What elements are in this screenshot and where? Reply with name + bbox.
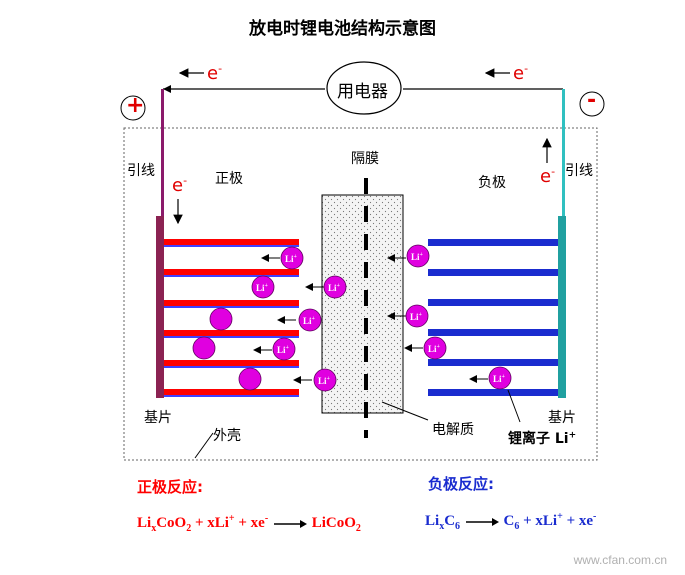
electrolyte-label: 电解质: [432, 422, 474, 438]
battery-shell: [123, 127, 598, 461]
positive-plate: [164, 389, 299, 395]
separator-label: 隔膜: [351, 151, 379, 167]
embedded-lithium: [209, 307, 233, 331]
negative-reaction-title: 负极反应:: [428, 475, 494, 493]
positive-plate: [164, 269, 299, 275]
li-ion: Li+: [251, 275, 275, 299]
svg-text:Li+: Li+: [328, 283, 341, 293]
li-ion-pointer: [507, 389, 521, 423]
svg-text:Li+: Li+: [256, 283, 269, 293]
svg-text:Li+: Li+: [303, 316, 316, 326]
negative-plate: [428, 269, 558, 276]
negative-plate: [428, 239, 558, 246]
device-circle: [326, 61, 402, 115]
shell-pointer: [194, 432, 214, 459]
electron-label-left: e-: [172, 174, 188, 196]
positive-electrode: [164, 239, 299, 397]
lead-label-left: 引线: [127, 163, 155, 179]
diagram-title: 放电时锂电池结构示意图: [249, 19, 436, 39]
reaction-arrow-icon: [273, 519, 307, 528]
positive-reaction-title: 正极反应:: [137, 478, 203, 496]
li-ion: Li+: [280, 246, 304, 270]
negative-plate: [428, 359, 558, 366]
electron-label-top-right: e-: [513, 62, 529, 84]
positive-plate: [164, 330, 299, 336]
reaction-arrow-icon: [465, 517, 499, 526]
embedded-lithium: [192, 336, 216, 360]
embedded-lithium: [238, 367, 262, 391]
negative-plate: [428, 389, 558, 396]
positive-plate: [164, 300, 299, 306]
minus-sign: -: [587, 88, 597, 113]
li-ion: Li+: [423, 336, 447, 360]
li-ion: Li+: [323, 275, 347, 299]
svg-text:Li+: Li+: [285, 254, 298, 264]
li-ion: Li+: [406, 244, 430, 268]
plus-terminal-icon: [120, 95, 146, 121]
svg-text:Li+: Li+: [428, 344, 441, 354]
device-label: 用电器: [337, 82, 388, 102]
substrate-left: [156, 216, 164, 398]
substrate-label-left: 基片: [144, 410, 172, 426]
lead-wire-left: [161, 89, 164, 217]
plus-sign: +: [126, 93, 145, 118]
shell-label: 外壳: [213, 428, 241, 444]
li-ion: Li+: [313, 368, 337, 392]
svg-text:Li+: Li+: [410, 312, 423, 322]
li-ion: Li+: [488, 366, 512, 390]
negative-plate: [428, 329, 558, 336]
lead-label-right: 引线: [565, 163, 593, 179]
negative-reaction-equation: LixC6 C6 + xLi+ + xe-: [425, 511, 597, 532]
electrolyte-pointer: [381, 401, 429, 421]
wire-arrow-icon: [163, 85, 171, 93]
li-ion: Li+: [405, 304, 429, 328]
substrate-right: [558, 216, 566, 398]
svg-text:Li+: Li+: [493, 374, 506, 384]
positive-plate: [164, 360, 299, 366]
electron-label-top-left: e-: [207, 62, 223, 84]
svg-text:Li+: Li+: [411, 252, 424, 262]
li-ion: Li+: [272, 337, 296, 361]
li-ion-label: 锂离子 Li+: [508, 430, 577, 447]
ion-arrows: [253, 254, 488, 384]
lead-wire-right: [562, 89, 565, 217]
svg-text:Li+: Li+: [318, 376, 331, 386]
positive-reaction-equation: LixCoO2 + xLi+ + xe- LiCoO2: [137, 513, 361, 534]
negative-label: 负极: [478, 175, 506, 191]
svg-text:Li+: Li+: [277, 345, 290, 355]
negative-electrode: [428, 239, 558, 396]
minus-terminal-icon: [579, 91, 605, 117]
positive-plate: [164, 239, 299, 245]
electron-label-right: e-: [540, 165, 556, 187]
watermark: www.cfan.com.cn: [573, 553, 667, 567]
li-ion: Li+: [298, 308, 322, 332]
substrate-label-right: 基片: [548, 410, 576, 426]
positive-label: 正极: [215, 171, 243, 187]
negative-plate: [428, 299, 558, 306]
